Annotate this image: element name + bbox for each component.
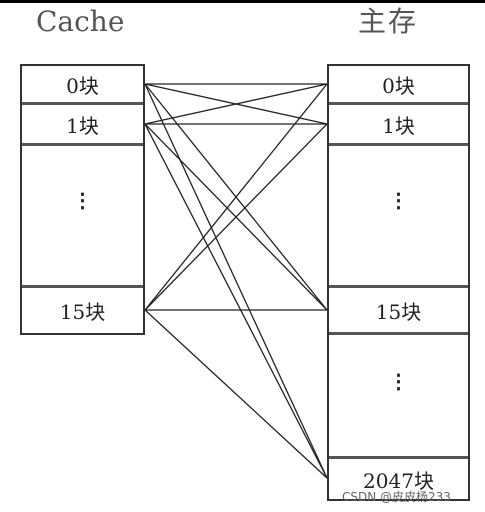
main-block-2047: 2047块 [329, 459, 468, 499]
mapping-line-cache-1-to-main-2047 [144, 123, 328, 479]
main-ellipsis-region-1: ⋮ [329, 146, 468, 288]
main-memory-title: 主存 [358, 5, 419, 38]
cache-ellipsis-region: ⋮ [22, 146, 143, 288]
mapping-line-cache-15-to-main-2047 [144, 309, 328, 479]
main-block-15: 15块 [329, 288, 468, 335]
main-ellipsis-region-2: ⋮ [329, 335, 468, 459]
mapping-line-cache-1-to-main-0 [144, 83, 328, 125]
cache-title: Cache [36, 5, 125, 38]
cache-block-0-label: 0块 [66, 73, 99, 98]
mapping-line-cache-15-to-main-1 [144, 123, 328, 311]
cache-block-0: 0块 [22, 66, 143, 105]
cache-block-15: 15块 [22, 288, 143, 333]
main-block-1-label: 1块 [382, 113, 415, 138]
watermark: CSDN @皮皮杨233 [342, 490, 451, 504]
top-border-line [0, 0, 485, 3]
main-block-0: 0块 [329, 66, 468, 105]
main-block-2047-label: 2047块 [363, 468, 434, 493]
main-memory-column: 0块 1块 ⋮ 15块 ⋮ 2047块 [327, 64, 470, 501]
main-block-1: 1块 [329, 105, 468, 146]
mapping-line-cache-15-to-main-0 [144, 83, 328, 311]
cache-column: 0块 1块 ⋮ 15块 [20, 64, 145, 335]
mapping-line-cache-0-to-main-2047 [144, 83, 328, 479]
cache-block-1: 1块 [22, 105, 143, 146]
cache-block-15-label: 15块 [59, 300, 106, 324]
cache-block-1-label: 1块 [66, 113, 99, 138]
main-block-15-label: 15块 [375, 299, 422, 324]
main-block-0-label: 0块 [382, 73, 415, 98]
